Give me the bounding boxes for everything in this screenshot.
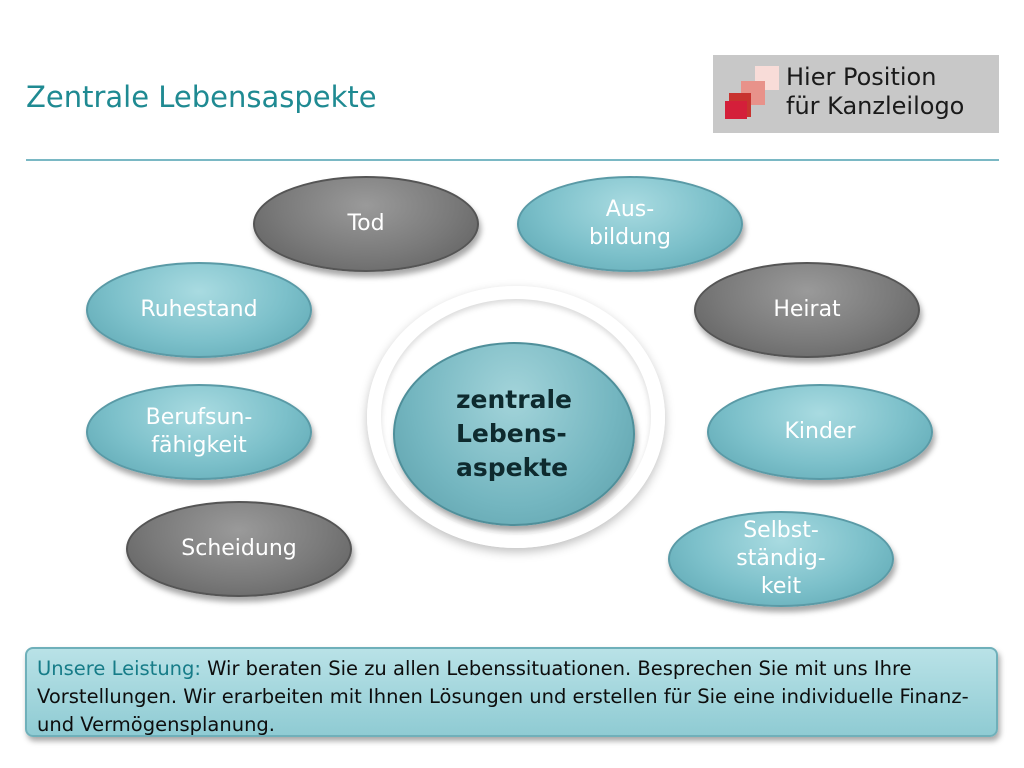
center-node: zentrale Lebens- aspekte xyxy=(393,342,635,526)
aspect-ausbildung: Aus- bildung xyxy=(517,176,743,272)
aspect-selbststaendigkeit-line-1: Selbst- xyxy=(743,518,819,543)
aspect-selbststaendigkeit-line-2: ständig- xyxy=(736,546,826,571)
aspect-kinder-label: Kinder xyxy=(784,418,855,446)
aspect-ausbildung-label: Aus- bildung xyxy=(589,196,671,252)
aspect-scheidung-label: Scheidung xyxy=(181,535,296,563)
aspect-berufsunfaehigkeit-label: Berufsun- fähigkeit xyxy=(146,404,253,460)
logo-placeholder: Hier Position für Kanzleilogo xyxy=(713,55,999,133)
aspect-berufsunfaehigkeit: Berufsun- fähigkeit xyxy=(86,384,312,480)
aspect-selbststaendigkeit: Selbst- ständig- keit xyxy=(668,511,894,607)
service-info-box: Unsere Leistung: Wir beraten Sie zu alle… xyxy=(25,647,998,737)
aspect-selbststaendigkeit-label: Selbst- ständig- keit xyxy=(736,517,826,601)
logo-placeholder-text: Hier Position für Kanzleilogo xyxy=(786,63,964,121)
aspect-heirat-line-1: Heirat xyxy=(773,297,841,322)
center-label-line-1: zentrale xyxy=(456,385,572,414)
logo-square-crimson xyxy=(725,101,747,119)
aspect-tod: Tod xyxy=(253,176,479,272)
aspect-scheidung-line-1: Scheidung xyxy=(181,536,297,561)
service-info-lead: Unsere Leistung: xyxy=(37,657,201,680)
aspect-kinder-line-1: Kinder xyxy=(784,419,856,444)
service-info-text: Wir beraten Sie zu allen Lebenssituation… xyxy=(37,657,969,736)
aspect-tod-label: Tod xyxy=(347,210,384,238)
logo-text-line-2: für Kanzleilogo xyxy=(786,92,965,120)
aspect-ausbildung-line-1: Aus- xyxy=(605,197,655,222)
center-label-line-2: Lebens- xyxy=(456,419,567,448)
aspect-berufsunfaehigkeit-line-1: Berufsun- xyxy=(145,405,253,430)
aspect-ruhestand-label: Ruhestand xyxy=(140,296,257,324)
aspect-ruhestand: Ruhestand xyxy=(86,262,312,358)
aspect-ausbildung-line-2: bildung xyxy=(588,225,671,250)
aspect-tod-line-1: Tod xyxy=(347,211,385,236)
logo-text-line-1: Hier Position xyxy=(786,63,937,91)
aspect-ruhestand-line-1: Ruhestand xyxy=(140,297,258,322)
aspect-heirat: Heirat xyxy=(694,262,920,358)
page-title: Zentrale Lebensaspekte xyxy=(26,80,377,114)
aspect-heirat-label: Heirat xyxy=(773,296,840,324)
title-divider xyxy=(26,159,999,161)
center-node-label: zentrale Lebens- aspekte xyxy=(456,383,572,485)
center-label-line-3: aspekte xyxy=(456,453,569,482)
aspect-selbststaendigkeit-line-3: keit xyxy=(760,574,802,599)
aspect-berufsunfaehigkeit-line-2: fähigkeit xyxy=(151,433,247,458)
aspect-scheidung: Scheidung xyxy=(126,501,352,597)
aspect-kinder: Kinder xyxy=(707,384,933,480)
